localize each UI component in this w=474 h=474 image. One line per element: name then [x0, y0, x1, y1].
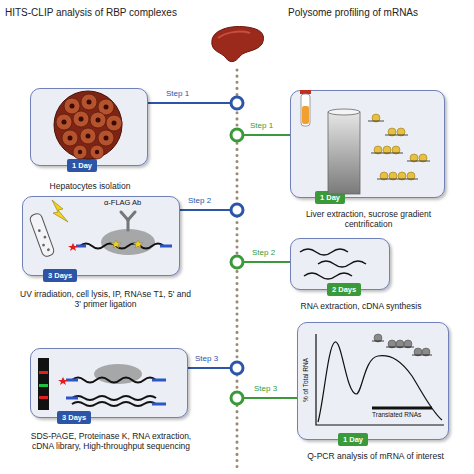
step-caption: Liver extraction, sucrose gradient centr…	[291, 209, 446, 229]
duration-text: 1 Day	[320, 193, 340, 202]
figure-label: Translated RNAs	[372, 412, 421, 419]
step-caption: Hepatocytes isolation	[26, 181, 154, 191]
gel-sequencing-illustration	[38, 358, 166, 410]
step-label: Step 2	[188, 197, 211, 205]
step-panel: Liver extraction, sucrose gradient centr…	[290, 90, 445, 198]
duration-tag: 2 Days	[327, 283, 361, 296]
duration-text: 3 Days	[48, 271, 72, 280]
polysome-chart	[316, 334, 444, 425]
figure-label: % of Total RNA	[303, 358, 310, 402]
step-label: Step 3	[254, 385, 277, 393]
duration-text: 3 Days	[62, 413, 86, 422]
sucrose-gradient-illustration	[300, 90, 430, 194]
step-caption: RNA extraction, cDNA synthesis	[286, 301, 436, 311]
step-label: Step 2	[252, 249, 275, 257]
section-title: HITS-CLIP analysis of RBP complexes	[5, 8, 177, 18]
step-caption: SDS-PAGE, Proteinase K, RNA extraction, …	[21, 431, 201, 451]
duration-tag: 1 Day	[67, 159, 97, 172]
step-panel: RNA extraction, cDNA synthesis2 Days	[290, 238, 390, 290]
duration-tag: 3 Days	[57, 411, 91, 424]
duration-text: 1 Day	[72, 161, 92, 170]
timeline-dots	[236, 70, 239, 470]
hepatocytes-illustration	[54, 91, 122, 159]
duration-tag: 1 Day	[338, 433, 368, 446]
rna-illustration	[300, 249, 366, 279]
liver-illustration	[212, 27, 264, 62]
duration-text: 1 Day	[343, 435, 363, 444]
section-title: Polysome profiling of mRNAs	[288, 8, 418, 18]
step-label: Step 3	[195, 355, 218, 363]
duration-text: 2 Days	[332, 285, 356, 294]
figure-label: α-FLAG Ab	[104, 199, 141, 207]
right-leaders	[243, 135, 297, 398]
duration-tag: 3 Days	[43, 269, 77, 282]
step-caption: UV irradiation, cell lysis, IP, RNAse T1…	[18, 289, 193, 309]
step-label: Step 1	[166, 90, 189, 98]
step-panel: SDS-PAGE, Proteinase K, RNA extraction, …	[30, 348, 188, 418]
step-label: Step 1	[250, 122, 273, 130]
step-panel: Q-PCR analysis of mRNA of interest1 Day	[297, 322, 449, 440]
duration-tag: 1 Day	[315, 191, 345, 204]
uv-ip-illustration	[29, 200, 172, 258]
step-panel: Hepatocytes isolation1 Day	[30, 88, 148, 166]
step-caption: Q-PCR analysis of mRNA of interest	[293, 451, 458, 461]
step-panel: UV irradiation, cell lysis, IP, RNAse T1…	[22, 196, 180, 276]
liver-shine	[218, 32, 250, 38]
timeline-circles	[231, 97, 243, 404]
